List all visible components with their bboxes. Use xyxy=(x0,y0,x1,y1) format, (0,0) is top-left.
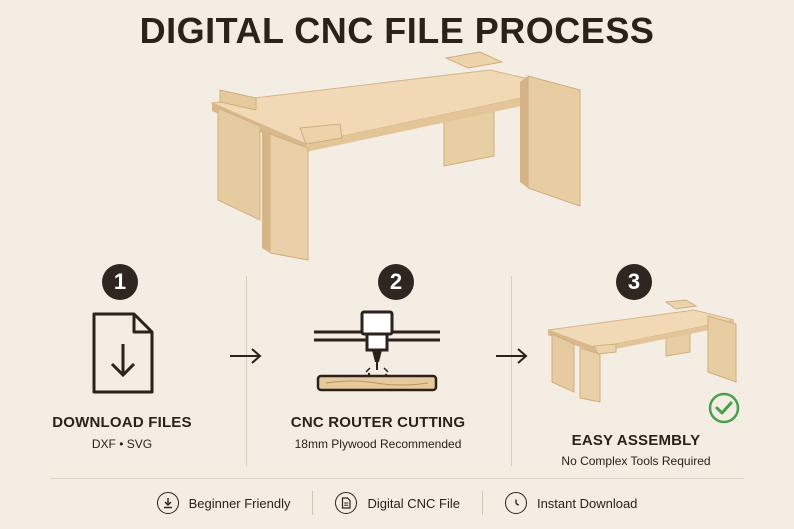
feature-separator xyxy=(312,491,314,515)
footer-divider xyxy=(50,478,744,479)
feature-label: Instant Download xyxy=(536,495,638,511)
feature-bar: Beginner Friendly Digital CNC File Insta… xyxy=(0,490,794,516)
feature-label: Beginner Friendly xyxy=(188,495,291,511)
assembled-table-image xyxy=(547,299,737,403)
step-title: DOWNLOAD FILES xyxy=(52,414,192,431)
check-circle-icon xyxy=(708,392,740,424)
arrow-right-icon xyxy=(230,348,262,364)
step-subtitle: 18mm Plywood Recommended xyxy=(294,437,462,451)
step-divider xyxy=(511,276,512,466)
step-divider xyxy=(246,276,247,466)
step-number-badge: 1 xyxy=(102,264,138,300)
clock-icon xyxy=(504,492,527,514)
step-title: EASY ASSEMBLY xyxy=(571,432,701,449)
step-title: CNC ROUTER CUTTING xyxy=(290,414,466,431)
step-number-badge: 3 xyxy=(616,264,652,300)
step-download-files: 1 DOWNLOAD FILES DXF • SVG xyxy=(2,262,242,477)
download-circle-icon xyxy=(156,492,179,514)
feature-instant-download: Instant Download xyxy=(483,492,659,514)
file-download-icon xyxy=(92,312,154,394)
feature-beginner-friendly: Beginner Friendly xyxy=(135,492,313,514)
step-subtitle: DXF • SVG xyxy=(91,437,153,451)
step-easy-assembly: 3 EASY ASSEMBLY No Complex Tools Require… xyxy=(516,262,756,477)
hero-table-image xyxy=(210,51,581,261)
cnc-router-icon xyxy=(314,310,440,392)
feature-label: Digital CNC File xyxy=(367,495,460,511)
feature-digital-cnc-file: Digital CNC File xyxy=(313,492,481,514)
page-title: DIGITAL CNC FILE PROCESS xyxy=(139,10,655,51)
step-number-badge: 2 xyxy=(378,264,414,300)
step-cnc-router-cutting: 2 CNC ROUTER CUTTING 18mm Plywood Recomm… xyxy=(258,262,498,477)
document-icon xyxy=(335,492,358,514)
step-subtitle: No Complex Tools Required xyxy=(561,454,711,468)
feature-separator xyxy=(481,491,483,515)
arrow-right-icon xyxy=(496,348,528,364)
